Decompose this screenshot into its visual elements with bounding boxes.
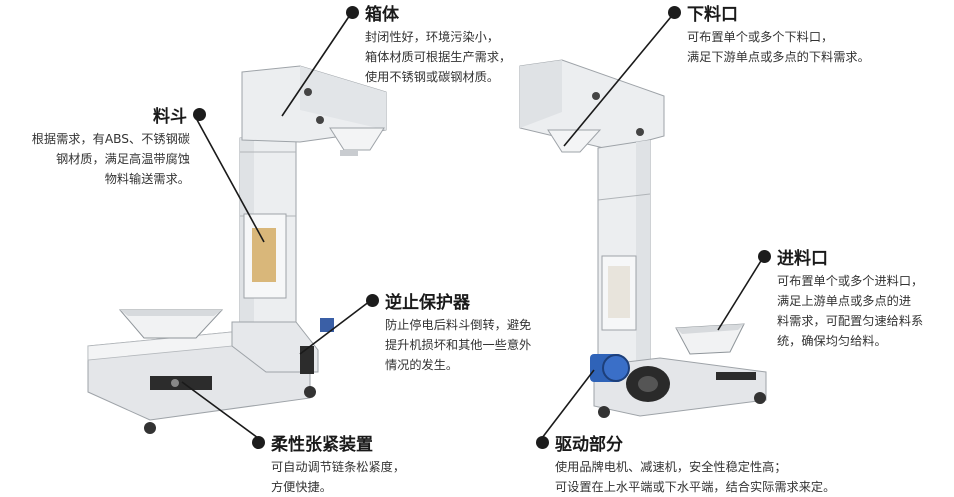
tension-slot [150,376,212,390]
callout-title: 箱体 [365,5,399,25]
callout-text: 可设置在上水平端或下水平端，结合实际需求来定。 [555,480,836,494]
callout-text: 使用品牌电机、减速机，安全性稳定性高； [555,460,787,474]
right-elevator [519,59,767,418]
bullet-dot [758,250,771,263]
discharge-outlet [547,129,602,153]
bullet-dot [252,436,265,449]
callout-text: 使用不锈钢或碳钢材质。 [365,70,500,84]
callout-inlet: 进料口 可布置单个或多个进料口， 满足上游单点或多点的进 料需求，可配置匀速给料… [758,244,923,351]
callout-text: 可布置单个或多个进料口， [777,274,924,288]
callout-text: 防止停电后料斗倒转，避免 [385,318,532,332]
callout-title: 料斗 [153,107,187,127]
callout-box: 箱体 封闭性好，环境污染小， 箱体材质可根据生产需求， 使用不锈钢或碳钢材质。 [346,0,511,87]
callout-text: 料需求，可配置匀速给料系 [777,314,924,328]
callout-text: 钢材质，满足高温带腐蚀 [55,152,190,166]
callout-text: 满足下游单点或多点的下料需求。 [687,50,870,64]
callout-text: 物料输送需求。 [104,172,190,186]
callout-drive: 驱动部分 使用品牌电机、减速机，安全性稳定性高； 可设置在上水平端或下水平端，结… [536,430,835,497]
callout-text: 可布置单个或多个下料口， [687,30,834,44]
callout-bucket: 料斗 根据需求，有ABS、不锈钢碳 钢材质，满足高温带腐蚀 物料输送需求。 [0,102,206,189]
callout-title: 逆止保护器 [385,293,470,313]
callout-text: 满足上游单点或多点的进 [777,294,912,308]
callout-text: 方便快捷。 [271,480,332,494]
leader-lines [181,11,765,439]
bullet-dot [346,6,359,19]
caster-wheel [304,386,316,398]
callout-text: 情况的发生。 [385,358,459,372]
callout-outlet: 下料口 可布置单个或多个下料口， 满足下游单点或多点的下料需求。 [668,0,870,67]
inspection-window [252,228,276,282]
caster-wheel [144,422,156,434]
inspection-window-right [608,266,630,318]
callout-text: 箱体材质可根据生产需求， [365,50,512,64]
callout-backstop: 逆止保护器 防止停电后料斗倒转，避免 提升机损坏和其他一些意外 情况的发生。 [366,288,531,375]
bullet-dot [536,436,549,449]
callout-tension: 柔性张紧装置 可自动调节链条松紧度， 方便快捷。 [252,430,405,497]
callout-text: 可自动调节链条松紧度， [271,460,406,474]
callout-text: 封闭性好，环境污染小， [365,30,500,44]
callout-title: 进料口 [777,249,828,269]
callout-text: 统，确保均匀给料。 [777,334,887,348]
bullet-dot [193,108,206,121]
callout-text: 提升机损坏和其他一些意外 [385,338,532,352]
backstop-arm [300,346,314,374]
bullet-dot [366,294,379,307]
callout-title: 下料口 [687,5,738,25]
callout-title: 驱动部分 [555,435,623,455]
left-elevator [87,65,387,434]
backstop-motor [320,318,334,332]
callout-text: 根据需求，有ABS、不锈钢碳 [31,132,190,146]
bullet-dot [668,6,681,19]
callout-title: 柔性张紧装置 [271,435,373,455]
